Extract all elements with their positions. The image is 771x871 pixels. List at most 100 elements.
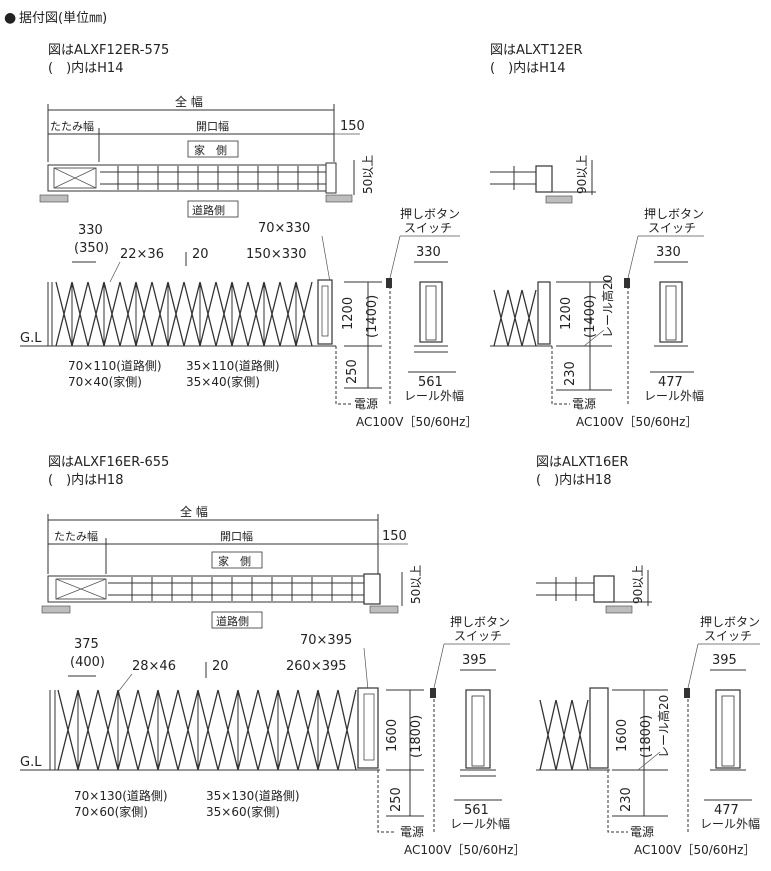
alxf16-diagram: 図はALXF16ER-655 ( )内はH18 全 幅 たたみ幅 開口幅 150… <box>20 455 525 857</box>
alxt16-plan-rail: 90以上 <box>536 565 652 614</box>
alxf12-post-road: 70×110(道路側) <box>68 358 162 373</box>
alxf12-plan-dimensions: 全 幅 たたみ幅 開口幅 150 <box>47 94 365 162</box>
alxf12-fold-width: たたみ幅 <box>50 120 94 133</box>
alxt16-switch: スイッチ <box>704 629 752 643</box>
alxt16-push-button: 押しボタン <box>700 615 760 629</box>
header-title: 据付図(単位㎜) <box>19 10 107 26</box>
alxt16-dim-1800: (1800) <box>639 715 654 758</box>
alxf12-dim-330: 330 <box>78 223 103 238</box>
alxf12-dim-250: 250 <box>345 359 360 384</box>
alxt12-dim-1400: (1400) <box>583 295 598 338</box>
alxt12-side-330: 330 <box>656 245 681 260</box>
alxt12-power: 電源 <box>572 397 596 411</box>
alxt12-diagram: 図はALXT12ER ( )内はH14 90以上 1200 (1400) レール… <box>490 43 704 429</box>
alxt12-dim-230: 230 <box>563 361 578 386</box>
alxf16-ground: G.L <box>20 755 42 770</box>
alxf12-plan-rail: 家 側 道路側 50以上 <box>39 140 375 218</box>
alxf12-push-button-icon <box>386 278 392 288</box>
alxf16-road-side: 道路側 <box>216 614 249 628</box>
alxf12-family-side: 家 側 <box>194 143 227 157</box>
alxf16-side-395: 395 <box>462 653 487 668</box>
alxt16-elevation: 1600 (1800) レール高20 230 電源 AC100V［50/60Hz… <box>536 687 755 857</box>
alxf16-opening-width: 開口幅 <box>220 530 253 543</box>
alxt16-power: 電源 <box>630 825 654 839</box>
alxf12-side-561: 561 <box>418 375 443 390</box>
alxf16-plan-rail: 家 側 道路側 50以上 <box>41 551 423 629</box>
alxf12-rail-outer: レール外幅 <box>404 388 464 403</box>
alxf16-rail-outer: レール外幅 <box>450 816 510 831</box>
alxf16-full-width: 全 幅 <box>180 504 208 519</box>
alxt12-dim-1200: 1200 <box>559 297 574 330</box>
alxt12-side-view: 押しボタン スイッチ 330 477 レール外幅 <box>624 207 704 403</box>
alxf16-dim-50: 50以上 <box>409 565 423 604</box>
alxf12-post-house: 70×40(家側) <box>68 374 142 389</box>
alxf12-push-button: 押しボタン <box>400 207 460 221</box>
alxf12-ac: AC100V［50/60Hz］ <box>356 415 477 429</box>
alxt12-elevation: 1200 (1400) レール高20 230 電源 AC100V［50/60Hz… <box>490 275 697 429</box>
alxf12-road-side: 道路側 <box>192 203 225 217</box>
alxf16-ac: AC100V［50/60Hz］ <box>404 843 525 857</box>
alxf12-switch: スイッチ <box>404 221 452 235</box>
alxt16-side-395: 395 <box>712 653 737 668</box>
alxt16-ac: AC100V［50/60Hz］ <box>634 843 755 857</box>
alxt12-push-button-icon <box>624 278 630 288</box>
alxt16-side-view: 押しボタン スイッチ 395 477 レール外幅 <box>684 615 760 831</box>
alxt16-push-button-icon <box>684 688 690 698</box>
alxf16-push-button-icon <box>430 688 436 698</box>
alxf16-dim-150: 150 <box>382 529 407 544</box>
alxf16-power: 電源 <box>400 825 424 839</box>
alxf12-dim-20: 20 <box>192 247 209 262</box>
alxf12-diagram: 図はALXF12ER-575 ( )内はH14 全 幅 たたみ幅 開口幅 150… <box>20 43 477 429</box>
alxt12-plan-rail: 90以上 <box>490 155 596 204</box>
alxf12-dim-150: 150 <box>340 119 365 134</box>
alxt16-dim-1600: 1600 <box>615 719 630 752</box>
alxf12-full-width: 全 幅 <box>175 94 203 109</box>
alxf16-family-side: 家 側 <box>218 554 251 568</box>
alxf12-dim-1200: 1200 <box>341 297 356 330</box>
alxf12-power: 電源 <box>354 397 378 411</box>
alxf16-dim-1600: 1600 <box>385 719 400 752</box>
alxt16-diagram: 図はALXT16ER ( )内はH18 90以上 1600 (1800) レール… <box>536 455 760 857</box>
alxf12-bar-house: 35×40(家側) <box>186 374 260 389</box>
alxf16-post-road: 70×130(道路側) <box>74 788 168 803</box>
alxf12-side-view: 押しボタン スイッチ 330 561 レール外幅 <box>386 207 464 403</box>
alxt12-caption-note: ( )内はH14 <box>490 60 565 76</box>
alxf16-push-button: 押しボタン <box>450 615 510 629</box>
alxf12-opening-width: 開口幅 <box>196 120 229 133</box>
alxt12-caption: 図はALXT12ER <box>490 43 583 58</box>
alxf16-dim-1800: (1800) <box>409 715 424 758</box>
alxt12-rail-height: レール高20 <box>600 275 615 338</box>
alxf12-bar-road: 35×110(道路側) <box>186 358 280 373</box>
alxf16-dim-260x395: 260×395 <box>286 659 347 674</box>
alxf16-dim-375: 375 <box>74 637 99 652</box>
alxt16-rail-height: レール高20 <box>656 695 671 758</box>
alxt16-caption-note: ( )内はH18 <box>536 472 611 488</box>
alxf12-dim-150x330: 150×330 <box>246 247 307 262</box>
alxf16-dim-400: (400) <box>70 655 105 670</box>
alxf16-plan-dimensions: 全 幅 たたみ幅 開口幅 150 <box>47 504 408 574</box>
alxf16-elevation: 375 (400) 28×46 20 70×395 260×395 G.L <box>20 633 525 857</box>
alxt16-side-477: 477 <box>714 803 739 818</box>
alxf16-post-house: 70×60(家側) <box>74 804 148 819</box>
alxf16-switch: スイッチ <box>454 629 502 643</box>
alxt12-side-477: 477 <box>658 375 683 390</box>
alxf12-ground: G.L <box>20 331 42 346</box>
alxt16-dim-90: 90以上 <box>631 565 645 604</box>
alxf16-fold-width: たたみ幅 <box>54 530 98 543</box>
alxt12-switch: スイッチ <box>648 221 696 235</box>
alxt16-caption: 図はALXT16ER <box>536 455 629 470</box>
alxt12-ac: AC100V［50/60Hz］ <box>576 415 697 429</box>
alxf12-dim-350: (350) <box>74 241 109 256</box>
alxf16-dim-70x395: 70×395 <box>300 633 352 648</box>
alxf16-caption: 図はALXF16ER-655 <box>48 455 169 470</box>
alxt12-dim-90: 90以上 <box>575 155 589 194</box>
alxf16-bar-road: 35×130(道路側) <box>206 788 300 803</box>
alxf16-dim-250: 250 <box>389 787 404 812</box>
alxf12-dim-22x36: 22×36 <box>120 247 164 262</box>
header-bullet: ● <box>4 10 16 26</box>
alxt16-dim-230: 230 <box>619 787 634 812</box>
alxf16-dim-20: 20 <box>212 659 229 674</box>
alxf16-caption-note: ( )内はH18 <box>48 472 123 488</box>
alxf16-dim-28x46: 28×46 <box>132 659 176 674</box>
alxf16-side-561: 561 <box>464 803 489 818</box>
